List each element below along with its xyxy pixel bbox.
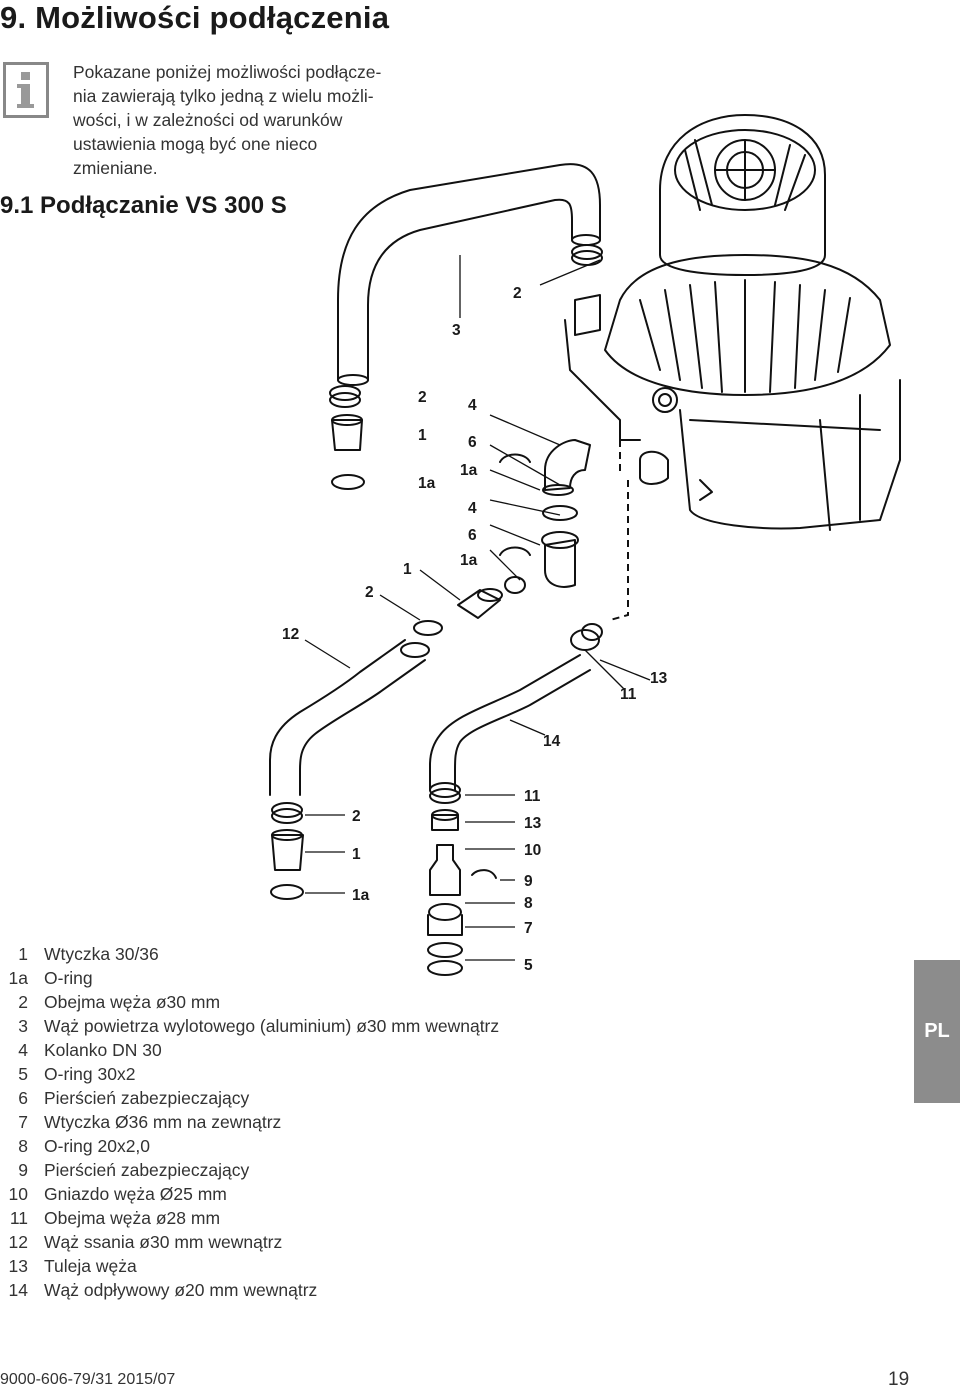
legend-text: O-ring 20x2,0: [44, 1136, 151, 1156]
callout-label: 1a: [460, 462, 478, 479]
legend-text: Pierścień zabezpieczający: [44, 1160, 250, 1180]
callout-label: 1a: [352, 887, 370, 904]
plug-illustration: [329, 385, 365, 490]
legend-number: 13: [8, 1256, 28, 1276]
hose-clamp-illustration: [571, 244, 603, 266]
legend-number: 8: [18, 1136, 28, 1156]
legend-text: O-ring: [44, 968, 93, 988]
legend-row: 11 Obejma węża ø28 mm: [0, 1206, 499, 1230]
language-label: PL: [924, 1020, 950, 1042]
callout-label: 8: [524, 895, 533, 912]
connection-diagram: 2 3 2 4 1 6 1a 1a 4 6 1a 1 2 12 13 11 14…: [269, 114, 901, 976]
legend-row: 10 Gniazdo węża Ø25 mm: [0, 1182, 499, 1206]
legend-number: 6: [18, 1088, 28, 1108]
exhaust-hose-illustration: [337, 163, 601, 386]
legend-number: 14: [8, 1280, 28, 1300]
callout-label: 1: [352, 846, 361, 863]
callout-label: 10: [524, 842, 541, 859]
legend-row: 9 Pierścień zabezpieczający: [0, 1158, 499, 1182]
legend-number: 1a: [8, 968, 28, 988]
callout-label: 1: [403, 561, 412, 578]
legend-text: Tuleja węża: [44, 1256, 137, 1276]
legend-number: 1: [18, 944, 28, 964]
legend-row: 3 Wąż powietrza wylotowego (aluminium) ø3…: [0, 1014, 499, 1038]
legend-row: 7 Wtyczka Ø36 mm na zewnątrz: [0, 1110, 499, 1134]
legend-row: 5 O-ring 30x2: [0, 1062, 499, 1086]
document-id: 9000-606-79/31 2015/07: [0, 1371, 176, 1388]
legend-number: 2: [18, 992, 28, 1012]
legend-text: O-ring 30x2: [44, 1064, 136, 1084]
callout-label: 12: [282, 626, 299, 643]
callout-label: 6: [468, 434, 477, 451]
legend-row: 2 Obejma węża ø30 mm: [0, 990, 499, 1014]
callout-label: 11: [620, 686, 637, 703]
motor-unit-illustration: [564, 114, 901, 531]
legend-text: Wąż odpływowy ø20 mm wewnątrz: [44, 1280, 318, 1300]
callout-label: 5: [524, 957, 533, 974]
info-line: wości, i w zależności od warunków: [73, 110, 343, 130]
callout-label: 6: [468, 527, 477, 544]
callout-label: 2: [352, 808, 361, 825]
plug-illustration: [413, 576, 526, 636]
legend-number: 9: [18, 1160, 28, 1180]
callout-label: 3: [452, 322, 461, 339]
page-title: 9. Możliwości podłączenia: [0, 0, 390, 35]
info-line: nia zawierają tylko jedną z wielu możli-: [73, 86, 374, 106]
legend-text: Wąż ssania ø30 mm wewnątrz: [44, 1232, 283, 1252]
legend-number: 5: [18, 1064, 28, 1084]
legend-row: 1 Wtyczka 30/36: [0, 942, 499, 966]
callout-label: 11: [524, 788, 541, 805]
callout-label: 2: [365, 584, 374, 601]
legend-text: Gniazdo węża Ø25 mm: [44, 1184, 227, 1204]
language-tab: PL: [914, 960, 960, 1103]
legend-row: 4 Kolanko DN 30: [0, 1038, 499, 1062]
suction-hose-illustration: [269, 639, 430, 796]
legend-number: 4: [18, 1040, 28, 1060]
legend-text: Wtyczka Ø36 mm na zewnątrz: [44, 1112, 282, 1132]
legend-text: Wtyczka 30/36: [44, 944, 159, 964]
legend-row: 6 Pierścień zabezpieczający: [0, 1086, 499, 1110]
legend-number: 11: [9, 1208, 28, 1228]
info-line: zmieniane.: [73, 158, 158, 178]
legend-row: 13 Tuleja węża: [0, 1254, 499, 1278]
parts-legend: 1 Wtyczka 30/36 1a O-ring 2 Obejma węża ø30…: [0, 942, 500, 1302]
callout-label: 2: [418, 389, 427, 406]
legend-row: 12 Wąż ssania ø30 mm wewnątrz: [0, 1230, 499, 1254]
callout-label: 13: [650, 670, 668, 687]
page-number: 19: [888, 1369, 910, 1390]
info-text: Pokazane poniżej możliwości podłącze- ni…: [73, 60, 433, 180]
legend-text: Wąż powietrza wylotowego (aluminium) ø30…: [44, 1016, 500, 1036]
legend-row: 8 O-ring 20x2,0: [0, 1134, 499, 1158]
drain-hose-illustration: [429, 623, 603, 791]
legend-number: 3: [18, 1016, 28, 1036]
callout-label: 13: [524, 815, 542, 832]
elbow-fitting-illustration: [541, 439, 591, 588]
callout-label: 9: [524, 873, 533, 890]
callout-label: 14: [543, 733, 561, 750]
info-line: ustawienia mogą być one nieco: [73, 134, 318, 154]
section-title: 9.1 Podłączanie VS 300 S: [0, 192, 287, 219]
plug-stack-illustration: [270, 802, 304, 900]
legend-text: Kolanko DN 30: [44, 1040, 162, 1060]
legend-number: 12: [8, 1232, 28, 1252]
callout-label: 1a: [418, 475, 436, 492]
callout-label: 7: [524, 920, 533, 937]
legend-text: Obejma węża ø30 mm: [44, 992, 221, 1012]
legend-text: Obejma węża ø28 mm: [44, 1208, 221, 1228]
callout-label: 4: [468, 500, 477, 517]
callout-label: 1a: [460, 552, 478, 569]
callout-label: 1: [418, 427, 427, 444]
legend-row: 1a O-ring: [0, 966, 499, 990]
legend-row: 14 Wąż odpływowy ø20 mm wewnątrz: [0, 1278, 499, 1302]
info-line: Pokazane poniżej możliwości podłącze-: [73, 62, 382, 82]
legend-number: 10: [8, 1184, 28, 1204]
connector-stack-illustration: [427, 782, 497, 976]
lock-ring-illustration: [499, 453, 531, 463]
legend-number: 7: [18, 1112, 28, 1132]
info-icon: [3, 62, 49, 118]
callout-label: 2: [513, 285, 522, 302]
callout-label: 4: [468, 397, 477, 414]
legend-text: Pierścień zabezpieczający: [44, 1088, 250, 1108]
